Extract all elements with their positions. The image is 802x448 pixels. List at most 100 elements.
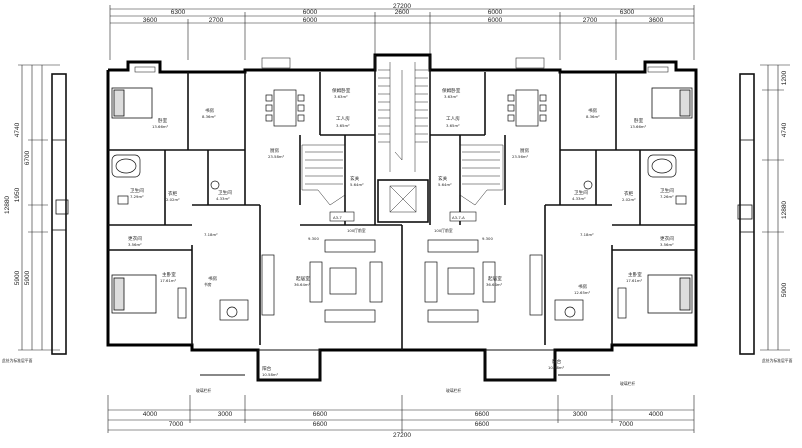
area-left-living: 36.64m² <box>294 282 311 287</box>
area-right-closet: 2.02m² <box>622 197 636 202</box>
dim-bot-r1-2: 3000 <box>218 411 233 418</box>
area-right-wc: 4.33m² <box>572 196 586 201</box>
label-right-bath-master: 卫生间 <box>660 187 674 194</box>
label-right-foyer: 玄关 <box>438 175 448 182</box>
area-right-maid: 3.63m² <box>444 94 458 99</box>
left-elevation-fragment <box>51 73 69 355</box>
label-right-wc: 卫生间 <box>574 189 588 196</box>
dim-right-1: 1200 <box>781 70 788 85</box>
elev-mark-left: 9.300 <box>308 236 319 241</box>
area-right-bedroom2: 12.65m² <box>574 290 591 295</box>
right-vertical-dim-texts: 1200 4740 12880 5900 <box>781 70 788 297</box>
area-right-dressing: 3.56m² <box>660 242 674 247</box>
dim-bot-r1-5: 3000 <box>573 411 588 418</box>
dim-bot-r1-4: 6600 <box>475 411 490 418</box>
dim-top-r2-4: 6000 <box>488 9 503 16</box>
label-right-living: 起居室 <box>488 275 502 282</box>
area-left-kitchen: 23.58m² <box>268 154 285 159</box>
area-right-bedroom-top: 13.66m² <box>630 124 647 129</box>
unit-tag-right: A3-7-A <box>452 215 465 220</box>
dim-left-6: 5900 <box>24 270 31 285</box>
dim-bot-r1-3: 6600 <box>313 411 328 418</box>
label-right-closet: 衣柜 <box>624 190 634 197</box>
label-left-wc: 卫生间 <box>218 189 232 196</box>
dim-bot-r1-6: 4000 <box>649 411 664 418</box>
label-right-bedroom2: 书房 <box>578 283 588 290</box>
dim-top-total: 27200 <box>393 3 411 10</box>
elev-mark-right: 9.300 <box>482 236 493 241</box>
label-left-hall: 7.18m² <box>204 232 218 237</box>
label-right-elev-lobby: 100厅前室 <box>434 228 453 233</box>
beds <box>111 87 693 314</box>
area-left-bedroom2: 书房 <box>204 282 212 287</box>
dim-top-r3-6: 3600 <box>649 17 664 24</box>
dim-right-3: 12880 <box>781 201 788 219</box>
area-left-study: 8.36m² <box>202 114 216 119</box>
dim-left-3: 12880 <box>4 196 11 214</box>
label-left-foyer: 玄关 <box>350 175 360 182</box>
bottom-dimension-chain <box>107 395 695 433</box>
area-left-bedroom-top: 13.66m² <box>152 124 169 129</box>
label-left-maid: 保姆卧室 <box>332 87 351 94</box>
label-left-dressing: 更衣间 <box>128 235 142 242</box>
area-right-master-bed: 17.61m² <box>626 278 643 283</box>
dim-bot-r2-1: 7000 <box>169 421 184 428</box>
dim-bot-total: 27200 <box>393 432 411 439</box>
dim-top-r2-1: 6300 <box>171 9 186 16</box>
living-furniture <box>309 239 496 323</box>
desks <box>177 254 627 321</box>
dim-top-r3-2: 2700 <box>209 17 224 24</box>
area-left-maid: 3.63m² <box>334 94 348 99</box>
area-left-balcony: 10.58m² <box>262 372 279 377</box>
dim-top-r3-3: 6000 <box>303 17 318 24</box>
area-right-study: 8.36m² <box>586 114 600 119</box>
railing-right: 玻璃栏杆 <box>446 388 461 393</box>
dim-left-4: 1950 <box>14 187 21 202</box>
dim-top-r3-5: 2700 <box>583 17 598 24</box>
dim-top-r3-1: 3600 <box>143 17 158 24</box>
label-right-dressing: 更衣间 <box>660 235 674 242</box>
side-stairs <box>301 144 504 206</box>
label-left-elev-lobby: 100厅前室 <box>347 228 366 233</box>
label-left-closet: 衣柜 <box>168 190 178 197</box>
area-right-kitchen: 23.56m² <box>512 154 529 159</box>
area-left-foyer: 5.64m² <box>350 182 364 187</box>
area-left-master-bed: 17.61m² <box>160 278 177 283</box>
dim-left-5: 5900 <box>14 270 21 285</box>
room-labels-left: 卧室 13.66m² 书房 8.36m² 厨房 23.58m² 保姆卧室 3.6… <box>128 87 366 377</box>
label-left-bath-master: 卫生间 <box>130 187 144 194</box>
area-left-bath-master: 7.29m² <box>130 194 144 199</box>
label-left-bedroom2: 书房 <box>208 275 218 282</box>
label-right-worker: 工人房 <box>446 115 460 122</box>
label-right-master-bed: 主卧室 <box>628 271 642 278</box>
right-elevation-fragment <box>737 73 755 355</box>
label-right-hall: 7.18m² <box>580 232 594 237</box>
dim-bot-r2-3: 6600 <box>475 421 490 428</box>
windows-top <box>134 57 669 73</box>
railing-left: 玻璃栏杆 <box>196 388 211 393</box>
label-left-living: 起居室 <box>296 275 310 282</box>
label-left-study: 书房 <box>205 107 215 114</box>
label-right-kitchen: 厨房 <box>520 147 530 154</box>
left-vertical-dim-texts: 4740 6700 12880 1950 5900 5900 <box>4 122 31 285</box>
label-left-kitchen: 厨房 <box>270 147 280 154</box>
area-left-dressing: 3.56m² <box>128 242 142 247</box>
left-vertical-dimensions <box>18 64 60 351</box>
area-left-wc: 4.33m² <box>216 196 230 201</box>
dim-top-r3-4: 6000 <box>488 17 503 24</box>
label-right-balcony: 阳台 <box>552 358 562 365</box>
top-dimension-chain <box>109 5 695 60</box>
label-right-study: 书房 <box>588 107 598 114</box>
dim-top-r2-5: 6300 <box>620 9 635 16</box>
right-vertical-dimensions <box>760 64 790 351</box>
label-right-maid: 保姆卧室 <box>442 87 461 94</box>
area-right-bath-master: 7.26m² <box>660 194 674 199</box>
dim-bot-r1-1: 4000 <box>143 411 158 418</box>
label-left-balcony: 阳台 <box>262 365 272 372</box>
bath-fixtures <box>111 154 687 205</box>
dim-right-2: 4740 <box>781 122 788 137</box>
stair-core <box>378 62 428 213</box>
area-right-living: 36.64m² <box>486 282 503 287</box>
